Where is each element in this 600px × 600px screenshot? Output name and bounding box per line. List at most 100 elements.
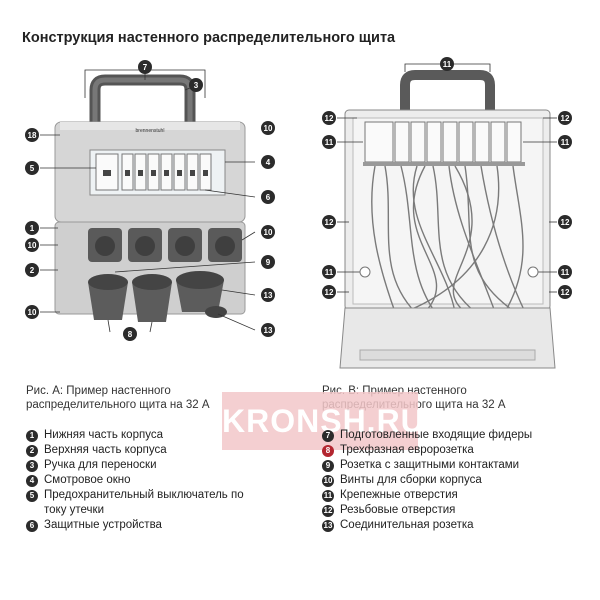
schuko-sockets — [88, 228, 242, 262]
svg-text:18: 18 — [28, 131, 37, 140]
callout — [25, 128, 39, 142]
callout — [25, 263, 39, 277]
legend-text: Трехфазная евророзетка — [340, 444, 474, 456]
legend-text: Верхняя часть корпуса — [44, 444, 167, 456]
svg-text:1: 1 — [30, 224, 35, 233]
legend-text: Розетка с защитными контактами — [340, 459, 520, 471]
svg-text:13: 13 — [264, 291, 273, 300]
svg-text:2: 2 — [30, 266, 35, 275]
callout — [138, 60, 152, 74]
callout — [558, 265, 572, 279]
callout — [322, 135, 336, 149]
legend-item: 1 Нижняя часть корпуса — [26, 428, 256, 443]
legend-text: Винты для сборки корпуса — [340, 474, 482, 486]
legend-item: 11 Крепежные отверстия — [322, 488, 582, 503]
legend-number-badge: 3 — [26, 460, 38, 472]
legend-number-badge: 11 — [322, 490, 334, 502]
callout — [322, 265, 336, 279]
brand-label: brennenstuhl — [136, 128, 165, 134]
page-title: Конструкция настенного распределительног… — [22, 30, 396, 46]
legend-number-badge: 4 — [26, 475, 38, 487]
svg-text:10: 10 — [28, 241, 37, 250]
callout — [261, 255, 275, 269]
svg-text:6: 6 — [266, 193, 271, 202]
svg-text:11: 11 — [325, 138, 334, 147]
callouts-a: 7 3 10 18 5 4 6 1 10 10 2 9 13 10 8 13 — [25, 60, 275, 341]
callout — [261, 121, 275, 135]
caption-figure-a: Рис. А: Пример настенного распределитель… — [26, 385, 210, 411]
callout — [261, 323, 275, 337]
svg-text:10: 10 — [264, 124, 273, 133]
callout — [558, 111, 572, 125]
callout — [25, 161, 39, 175]
svg-text:11: 11 — [561, 268, 570, 277]
svg-text:11: 11 — [561, 138, 570, 147]
legend-number-badge: 10 — [322, 475, 334, 487]
figure-a: brennenstuhl — [25, 60, 275, 341]
cee-sockets — [88, 271, 227, 322]
figure-b: 11 12 12 11 11 12 12 11 11 12 12 — [322, 57, 572, 369]
legend-text: Защитные устройства — [44, 519, 162, 531]
legend-item: 8 Трехфазная евророзетка — [322, 443, 582, 458]
svg-text:12: 12 — [325, 114, 334, 123]
callout — [123, 327, 137, 341]
svg-text:5: 5 — [30, 164, 35, 173]
legend-text: Резьбовые отверстия — [340, 504, 456, 516]
wiring — [371, 165, 526, 313]
callout — [322, 215, 336, 229]
legend-right: 7 Подготовленные входящие фидеры 8 Трехфазн… — [322, 428, 582, 533]
callout — [322, 285, 336, 299]
legend-text: Подготовленные входящие фидеры — [340, 429, 533, 441]
svg-text:10: 10 — [28, 308, 37, 317]
callout — [440, 57, 454, 71]
legend-text: Нижняя часть корпуса — [44, 429, 163, 441]
svg-text:3: 3 — [194, 81, 199, 90]
carry-handle — [400, 70, 495, 110]
legend-number-badge: 9 — [322, 460, 334, 472]
legend-number-badge: 1 — [26, 430, 38, 442]
callout — [558, 135, 572, 149]
legend-number-badge: 8 — [322, 445, 334, 457]
svg-text:11: 11 — [443, 60, 452, 69]
callout — [261, 155, 275, 169]
carry-handle — [89, 74, 196, 122]
callout — [25, 305, 39, 319]
callout — [558, 215, 572, 229]
legend-text: Ручка для переноски — [44, 459, 157, 471]
svg-text:13: 13 — [264, 326, 273, 335]
svg-text:12: 12 — [561, 218, 570, 227]
callout — [25, 221, 39, 235]
legend-number-badge: 5 — [26, 490, 38, 502]
breaker-row — [364, 121, 522, 163]
svg-text:11: 11 — [325, 268, 334, 277]
svg-text:4: 4 — [266, 158, 271, 167]
legend-text: Крепежные отверстия — [340, 489, 458, 501]
legend-item: 4 Смотровое окно — [26, 473, 256, 488]
legend-item: 2 Верхняя часть корпуса — [26, 443, 256, 458]
svg-text:12: 12 — [325, 288, 334, 297]
svg-text:12: 12 — [325, 218, 334, 227]
legend-text: Соединительная розетка — [340, 519, 474, 531]
legend-number-badge: 7 — [322, 430, 334, 442]
legend-text: Смотровое окно — [44, 474, 131, 486]
callout — [189, 78, 203, 92]
legend-item: 3 Ручка для переноски — [26, 458, 256, 473]
legend-number-badge: 13 — [322, 520, 334, 532]
mount-holes — [359, 266, 539, 278]
svg-text:8: 8 — [128, 330, 133, 339]
legend-number-badge: 2 — [26, 445, 38, 457]
legend-text: Предохранительный выключатель по току ут… — [44, 489, 244, 516]
svg-text:10: 10 — [264, 228, 273, 237]
legend-number-badge: 12 — [322, 505, 334, 517]
legend-item: 7 Подготовленные входящие фидеры — [322, 428, 582, 443]
legend-item: 12 Резьбовые отверстия — [322, 503, 582, 518]
svg-text:7: 7 — [143, 63, 148, 72]
legend-item: 5 Предохранительный выключатель по току у… — [26, 488, 256, 518]
legend-item: 13 Соединительная розетка — [322, 518, 582, 533]
watermark: KRONSH.RU — [222, 392, 424, 450]
svg-text:9: 9 — [266, 258, 271, 267]
svg-text:12: 12 — [561, 288, 570, 297]
callout — [558, 285, 572, 299]
callout — [322, 111, 336, 125]
